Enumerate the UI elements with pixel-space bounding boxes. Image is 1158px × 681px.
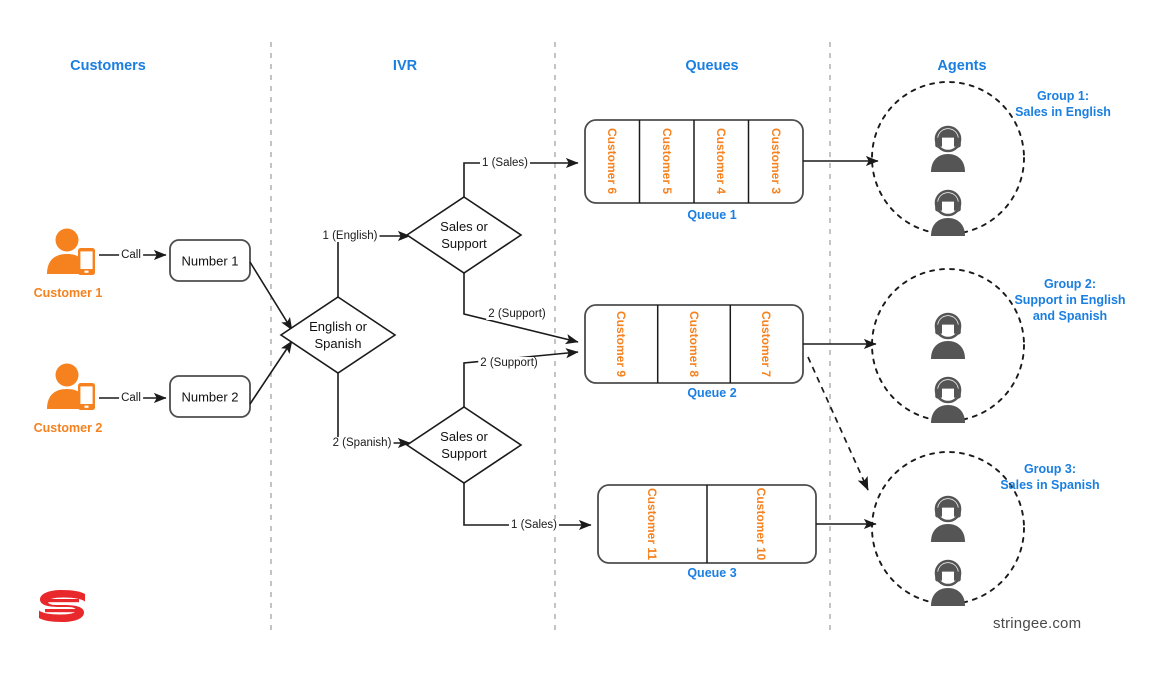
group-1-label-line1: Group 1: xyxy=(1036,89,1090,103)
stringee-logo xyxy=(39,590,85,622)
group-2-label-line1: Group 2: xyxy=(1043,277,1097,291)
group-3-label-line2: Sales in Spanish xyxy=(1000,478,1100,492)
column-header-ivr: IVR xyxy=(392,58,418,74)
agent-headset-icon xyxy=(931,495,965,542)
agent-headset-icon xyxy=(931,376,965,423)
column-header-queues: Queues xyxy=(685,58,739,74)
number-2-label: Number 2 xyxy=(181,389,239,405)
group-3-label-line1: Group 3: xyxy=(1023,462,1077,476)
language-decision-line1: English or xyxy=(309,319,367,334)
edge-label-1-english: 1 (English) xyxy=(320,230,380,242)
number-1-box[interactable] xyxy=(169,239,251,282)
column-header-agents: Agents xyxy=(937,58,987,74)
edge-label-2-spanish: 2 (Spanish) xyxy=(330,437,394,449)
sales-support-spanish-line1: Sales or xyxy=(440,429,488,444)
queue-2-cell-1[interactable]: Customer 9 xyxy=(614,310,628,378)
number-2-box[interactable] xyxy=(169,375,251,418)
agent-headset-icon xyxy=(931,559,965,606)
edge-label-1-sales-bottom: 1 (Sales) xyxy=(508,519,560,531)
queue-1-cell-3[interactable]: Customer 4 xyxy=(714,127,728,195)
queue-2[interactable] xyxy=(584,304,804,384)
group-1-label-line2: Sales in English xyxy=(1015,105,1111,119)
sales-support-spanish-line2: Support xyxy=(441,446,487,461)
number-1-label: Number 1 xyxy=(181,253,239,269)
queue-to-agent-connectors xyxy=(803,155,879,530)
column-separators xyxy=(270,42,831,636)
customer-2-caption: Customer 2 xyxy=(33,421,103,435)
group-2-label-line2: Support in English xyxy=(1014,293,1126,307)
queue-3[interactable] xyxy=(597,484,817,564)
queue-1-cell-4[interactable]: Customer 3 xyxy=(769,127,783,195)
group-2-label: Group 2: Support in English and Spanish xyxy=(1014,276,1125,324)
edge-label-2-support-top: 2 (Support) xyxy=(486,308,548,320)
sales-support-english-label: Sales or Support xyxy=(440,218,488,252)
queue-1-cell-1[interactable]: Customer 6 xyxy=(605,127,619,195)
group-2-label-line3: and Spanish xyxy=(1032,309,1108,323)
sales-support-english-line1: Sales or xyxy=(440,219,488,234)
agent-headset-icon xyxy=(931,312,965,359)
sales-support-english-line2: Support xyxy=(441,236,487,251)
group-3-label: Group 3: Sales in Spanish xyxy=(1000,461,1099,493)
queue-2-cell-2[interactable]: Customer 8 xyxy=(687,310,701,378)
queue-3-caption: Queue 3 xyxy=(687,566,737,580)
agent-headset-icon xyxy=(931,125,965,172)
language-decision-label: English or Spanish xyxy=(309,318,367,352)
person-phone-icon xyxy=(47,363,95,410)
queue-3-cell-1[interactable]: Customer 11 xyxy=(645,487,659,561)
call-label-1: Call xyxy=(119,249,143,261)
person-phone-icon xyxy=(47,228,95,275)
number-to-ivr-connectors xyxy=(249,261,293,405)
customer-1-caption: Customer 1 xyxy=(33,286,103,300)
queue-1-cell-2[interactable]: Customer 5 xyxy=(660,127,674,195)
queue2-to-group3-dashed-connector xyxy=(807,356,869,491)
edge-label-1-sales-top: 1 (Sales) xyxy=(479,157,531,169)
agent-headset-icon xyxy=(931,189,965,236)
sales-support-spanish-label: Sales or Support xyxy=(440,428,488,462)
queue-1-caption: Queue 1 xyxy=(687,208,737,222)
queue-2-cell-3[interactable]: Customer 7 xyxy=(759,310,773,378)
call-connectors xyxy=(99,249,167,404)
column-header-customers: Customers xyxy=(70,58,146,74)
call-label-2: Call xyxy=(119,392,143,404)
language-decision-line2: Spanish xyxy=(314,336,362,351)
queue-2-caption: Queue 2 xyxy=(687,386,737,400)
site-footer: stringee.com xyxy=(993,615,1082,632)
group-1-label: Group 1: Sales in English xyxy=(1015,88,1111,120)
edge-label-2-support-bottom: 2 (Support) xyxy=(478,357,540,369)
queue-3-cell-2[interactable]: Customer 10 xyxy=(754,487,768,561)
